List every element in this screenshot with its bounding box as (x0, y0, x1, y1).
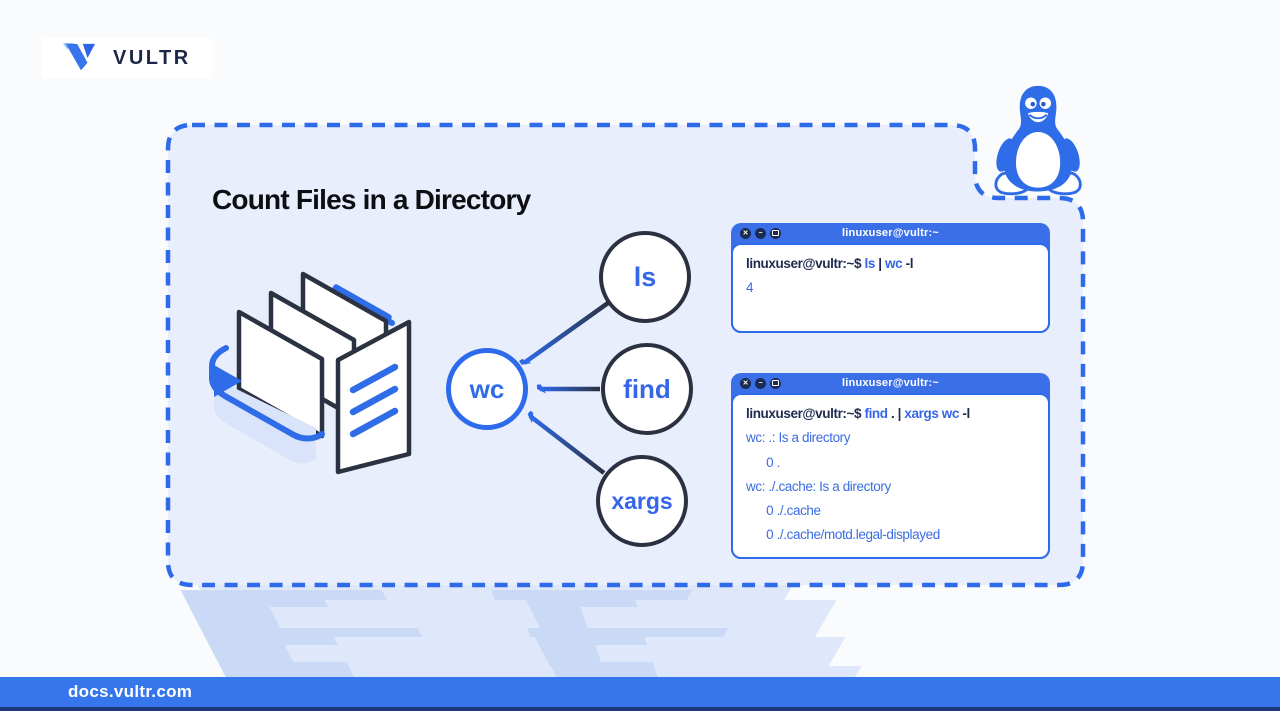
maximize-icon (770, 227, 781, 239)
pipe-arrows (524, 301, 610, 475)
node-label: wc (469, 373, 505, 404)
terminal-line: 0 . (746, 454, 780, 470)
terminal-window-find-xargs-wc: linuxuser@vultr:~ ✕ − linuxuser@vultr:~$… (731, 373, 1050, 559)
terminal-line: wc: ./.cache: Is a directory (746, 478, 891, 494)
node-label: ls (633, 261, 657, 292)
minimize-icon: − (755, 377, 766, 389)
terminal-line: linuxuser@vultr:~$ ls | wc -l (746, 256, 914, 271)
page-title: Count Files in a Directory (212, 184, 531, 215)
close-icon: ✕ (740, 227, 751, 239)
terminal-line: 4 (746, 280, 754, 296)
terminal-title: linuxuser@vultr:~ (842, 377, 939, 389)
footer-url: docs.vultr.com (68, 682, 193, 701)
minimize-icon: − (755, 227, 766, 239)
terminal-titlebar: linuxuser@vultr:~ ✕ − (731, 223, 1050, 243)
terminal-window-ls-wc: linuxuser@vultr:~ ✕ − linuxuser@vultr:~$… (731, 223, 1050, 333)
maximize-icon (770, 377, 781, 389)
vultr-mark-icon (63, 42, 96, 71)
terminal-titlebar: linuxuser@vultr:~ ✕ − (731, 373, 1050, 393)
vultr-wordmark: VULTR (113, 46, 191, 69)
terminal-body: linuxuser@vultr:~$ find . | xargs wc -l w… (731, 393, 1050, 559)
footer-bar: docs.vultr.com (0, 677, 1280, 707)
terminal-line: 0 ./.cache/motd.legal-displayed (746, 527, 940, 543)
vultr-logo: VULTR (42, 38, 212, 78)
terminal-body: linuxuser@vultr:~$ ls | wc -l 4 (731, 243, 1050, 333)
node-ls: ls (599, 231, 691, 323)
terminal-line: wc: .: Is a directory (746, 430, 851, 446)
window-controls: ✕ − (740, 223, 781, 243)
node-xargs: xargs (596, 455, 688, 547)
terminal-line: 0 ./.cache (746, 503, 821, 519)
node-wc: wc (446, 348, 528, 430)
node-find: find (601, 343, 693, 435)
terminal-title: linuxuser@vultr:~ (842, 227, 939, 239)
footer-bottom-strip (0, 707, 1280, 711)
tux-penguin-icon (994, 85, 1082, 196)
files-illustration (209, 271, 412, 475)
node-label: xargs (611, 487, 673, 514)
close-icon: ✕ (740, 377, 751, 389)
node-label: find (623, 373, 671, 404)
terminal-line: linuxuser@vultr:~$ find . | xargs wc -l (746, 406, 970, 421)
window-controls: ✕ − (740, 373, 781, 393)
